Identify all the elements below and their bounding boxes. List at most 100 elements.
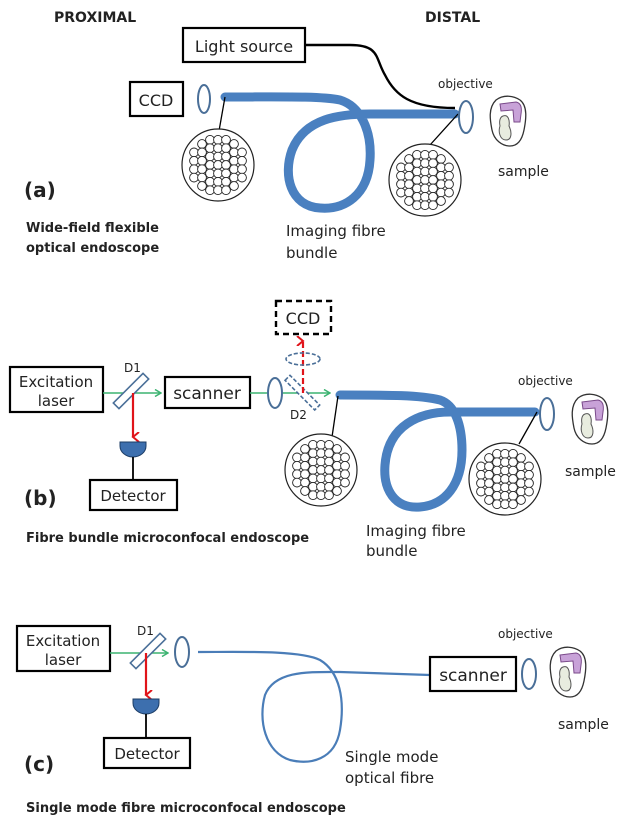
- fibre-core: [492, 465, 502, 476]
- light-source-label: Light source: [195, 37, 293, 56]
- fibre-core: [332, 477, 342, 488]
- fibre-label-c-line1: Single mode: [345, 748, 438, 766]
- fibre-core: [436, 170, 446, 181]
- panel-a: Light source CCD objective sample (a) Wi…: [24, 26, 549, 262]
- sample-stained-region: [499, 101, 522, 123]
- fibre-core: [197, 147, 207, 158]
- bundle-cross-section-distal-a: [388, 143, 462, 217]
- fibre-core: [308, 439, 318, 450]
- xs-pointer-proximal-b: [331, 395, 339, 438]
- laser-label-b-line1: Excitation: [19, 373, 93, 391]
- excitation-laser-box-c: [15, 624, 112, 673]
- fibre-core: [516, 453, 526, 463]
- fibre-core: [308, 465, 318, 475]
- panel-c-label: (c): [24, 752, 54, 776]
- bundle-cross-section-distal-b: [468, 442, 542, 516]
- sample-tissue-region: [558, 666, 572, 692]
- bundle-cross-section-proximal-a: [181, 128, 255, 202]
- detector-label-c: Detector: [114, 745, 180, 763]
- fibre-core: [221, 134, 231, 145]
- fibre-core: [444, 187, 454, 198]
- fibre-core: [221, 176, 231, 187]
- fibre-core: [205, 176, 215, 187]
- fibre-core: [221, 151, 231, 162]
- fibre-core: [332, 460, 342, 471]
- sample-b: [571, 393, 609, 445]
- fibre-core: [492, 448, 502, 459]
- fibre-core: [404, 170, 414, 181]
- fibre-core: [292, 452, 302, 463]
- light-source-box: [181, 26, 307, 64]
- detector-icon-c: [132, 698, 160, 715]
- fibre-core: [213, 185, 223, 196]
- detector-label-b: Detector: [100, 487, 166, 505]
- fibre-core: [316, 456, 326, 467]
- fibre-core: [428, 166, 438, 177]
- sample-label-a: sample: [498, 164, 549, 180]
- fibre-core: [396, 170, 406, 181]
- fibre-core: [197, 172, 207, 183]
- fibre-core: [205, 185, 215, 196]
- fibre-core: [237, 164, 247, 175]
- fibre-core: [300, 477, 310, 488]
- scanner-label-c: scanner: [439, 666, 507, 686]
- fibre-core: [300, 486, 310, 496]
- fibre-core: [412, 183, 422, 194]
- fibre-core: [484, 495, 494, 505]
- fibre-core: [516, 486, 526, 497]
- fibre-core: [508, 465, 518, 476]
- fibre-core: [516, 469, 526, 480]
- fibre-core: [444, 170, 454, 181]
- fibre-core: [213, 151, 223, 162]
- fibre-core: [332, 444, 342, 454]
- fibre-core: [492, 474, 502, 484]
- ccd-box-a: [128, 80, 185, 118]
- ccd-label-b: CCD: [286, 309, 321, 328]
- xs-pointer-distal-a: [429, 113, 459, 146]
- fibre-core: [500, 490, 510, 501]
- fibre-core: [508, 482, 518, 493]
- fibre-core: [396, 162, 406, 173]
- fibre-core: [428, 175, 438, 185]
- fibre-core: [324, 439, 334, 450]
- fibre-core: [444, 162, 454, 173]
- panel-a-label: (a): [24, 178, 56, 202]
- fibre-core: [508, 499, 518, 510]
- fibre-core: [197, 181, 207, 191]
- fibre-core: [229, 181, 239, 191]
- fibre-core: [484, 478, 494, 489]
- objective-lens-a: [458, 100, 474, 134]
- panel-c-title: Single mode fibre microconfocal endoscop…: [26, 801, 346, 816]
- fibre-core: [300, 452, 310, 463]
- fibre-core: [324, 465, 334, 475]
- fibre-core: [420, 175, 430, 185]
- fibre-core: [420, 166, 430, 177]
- fibre-core: [500, 457, 510, 468]
- fibre-core: [436, 187, 446, 198]
- fibre-core: [197, 139, 207, 149]
- objective-lens-b: [539, 397, 555, 431]
- fibre-core: [412, 200, 422, 211]
- objective-label-b: objective: [518, 374, 573, 388]
- light-guide: [305, 43, 456, 110]
- fibre-core: [516, 461, 526, 472]
- ccd-lens-a: [197, 84, 211, 114]
- fibre-core: [420, 200, 430, 211]
- fibre-core: [316, 448, 326, 459]
- fibre-core: [324, 456, 334, 467]
- fibre-core: [324, 490, 334, 501]
- fibre-core: [524, 486, 534, 497]
- fibre-label-c-line2: optical fibre: [345, 769, 434, 787]
- fibre-core: [412, 191, 422, 202]
- fibre-core: [237, 147, 247, 158]
- fibre-core: [229, 139, 239, 149]
- sample-label-b: sample: [565, 464, 616, 480]
- fibre-core: [340, 452, 350, 463]
- fibre-core: [340, 460, 350, 471]
- fibre-core: [436, 162, 446, 173]
- fibre-core: [197, 155, 207, 166]
- panel-a-title-line1: Wide-field flexible: [26, 221, 159, 236]
- fibre-core: [404, 162, 414, 173]
- fibre-core: [332, 469, 342, 480]
- d1-label-c: D1: [137, 624, 154, 638]
